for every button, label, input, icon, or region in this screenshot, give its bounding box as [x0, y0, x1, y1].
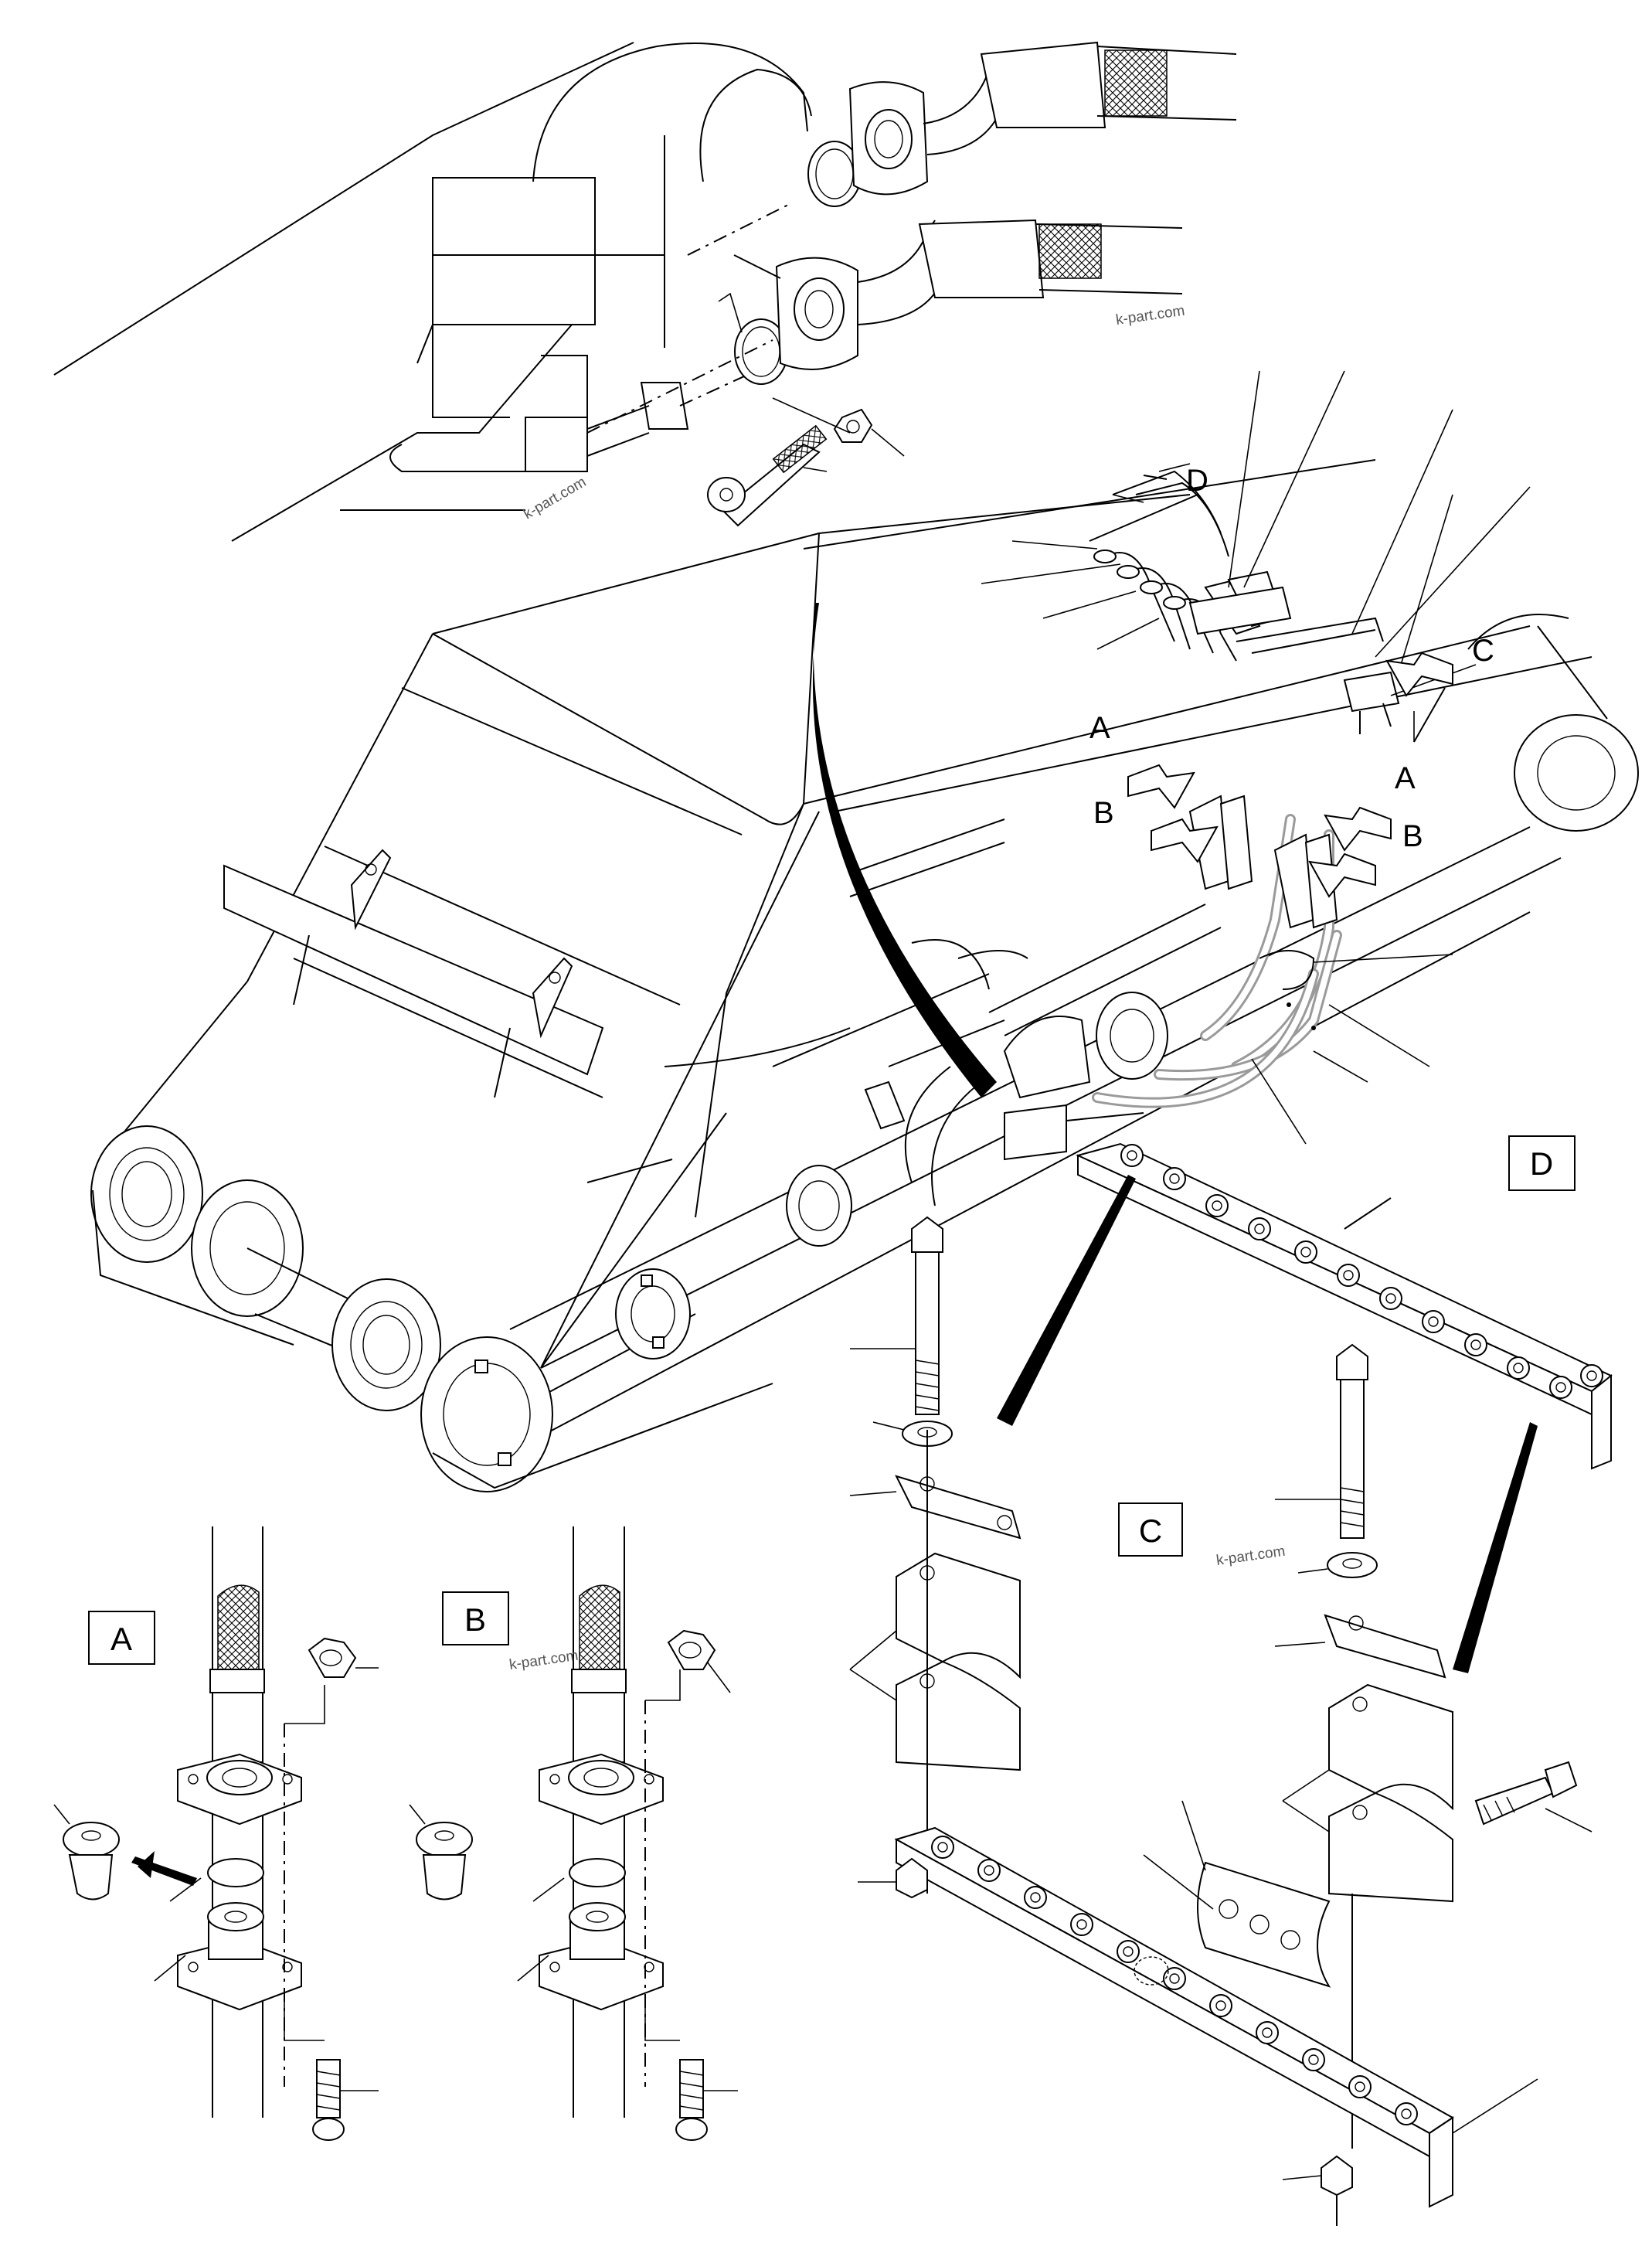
upper-flange-hose — [687, 41, 1237, 256]
detail-a-fitting — [53, 1526, 379, 2141]
callout-d: D — [1186, 464, 1208, 498]
callout-labels: D C A A B B — [1089, 464, 1494, 853]
watermark: k-part.com — [508, 1648, 580, 1673]
callout-c: C — [1472, 634, 1494, 668]
boom-nose-pin — [1467, 614, 1639, 832]
view-arrows — [1127, 652, 1453, 898]
clamp-rail-lower — [858, 1800, 1538, 2226]
watermark: k-part.com — [521, 474, 589, 522]
boom-foot-pins — [90, 1125, 852, 1492]
clamp-stack-left — [849, 1216, 1021, 1894]
detail-box-b — [442, 1591, 509, 1645]
watermark: k-part.com — [1215, 1543, 1287, 1569]
detail-d-pointer — [997, 1175, 1136, 1426]
callout-b-right: B — [1402, 819, 1423, 853]
callout-a-right: A — [1395, 761, 1416, 795]
detail-box-c-label: C — [1139, 1513, 1162, 1549]
detail-c-pointer — [1453, 1422, 1538, 1673]
detail-b-fitting — [409, 1526, 738, 2141]
detail-box-a-label: A — [110, 1621, 132, 1657]
detail-box-a — [88, 1611, 155, 1665]
watermarks: k-part.com k-part.com k-part.com k-part.… — [508, 303, 1287, 1673]
clamp-stack-right — [1274, 1343, 1593, 2149]
boom-structure — [107, 459, 1593, 1462]
detail-sweep-arrow — [812, 603, 997, 1097]
detail-box-b-label: B — [464, 1601, 486, 1638]
callout-b-left: B — [1093, 796, 1114, 830]
clamp-area-top — [981, 370, 1531, 742]
flange-bolt-and-nut — [707, 292, 905, 527]
lower-flange-hose — [586, 219, 1183, 434]
detail-box-c — [1118, 1502, 1183, 1557]
boom-hoses — [864, 795, 1453, 1206]
detail-box-d — [1508, 1135, 1576, 1191]
clamp-rail-upper — [1076, 1142, 1613, 1470]
detail-box-labels: A B C D — [88, 1135, 1576, 1665]
callout-a-upper: A — [1089, 711, 1110, 745]
detail-box-d-label: D — [1530, 1145, 1553, 1182]
watermark: k-part.com — [1115, 303, 1186, 328]
cylinder-assembly — [53, 42, 812, 542]
